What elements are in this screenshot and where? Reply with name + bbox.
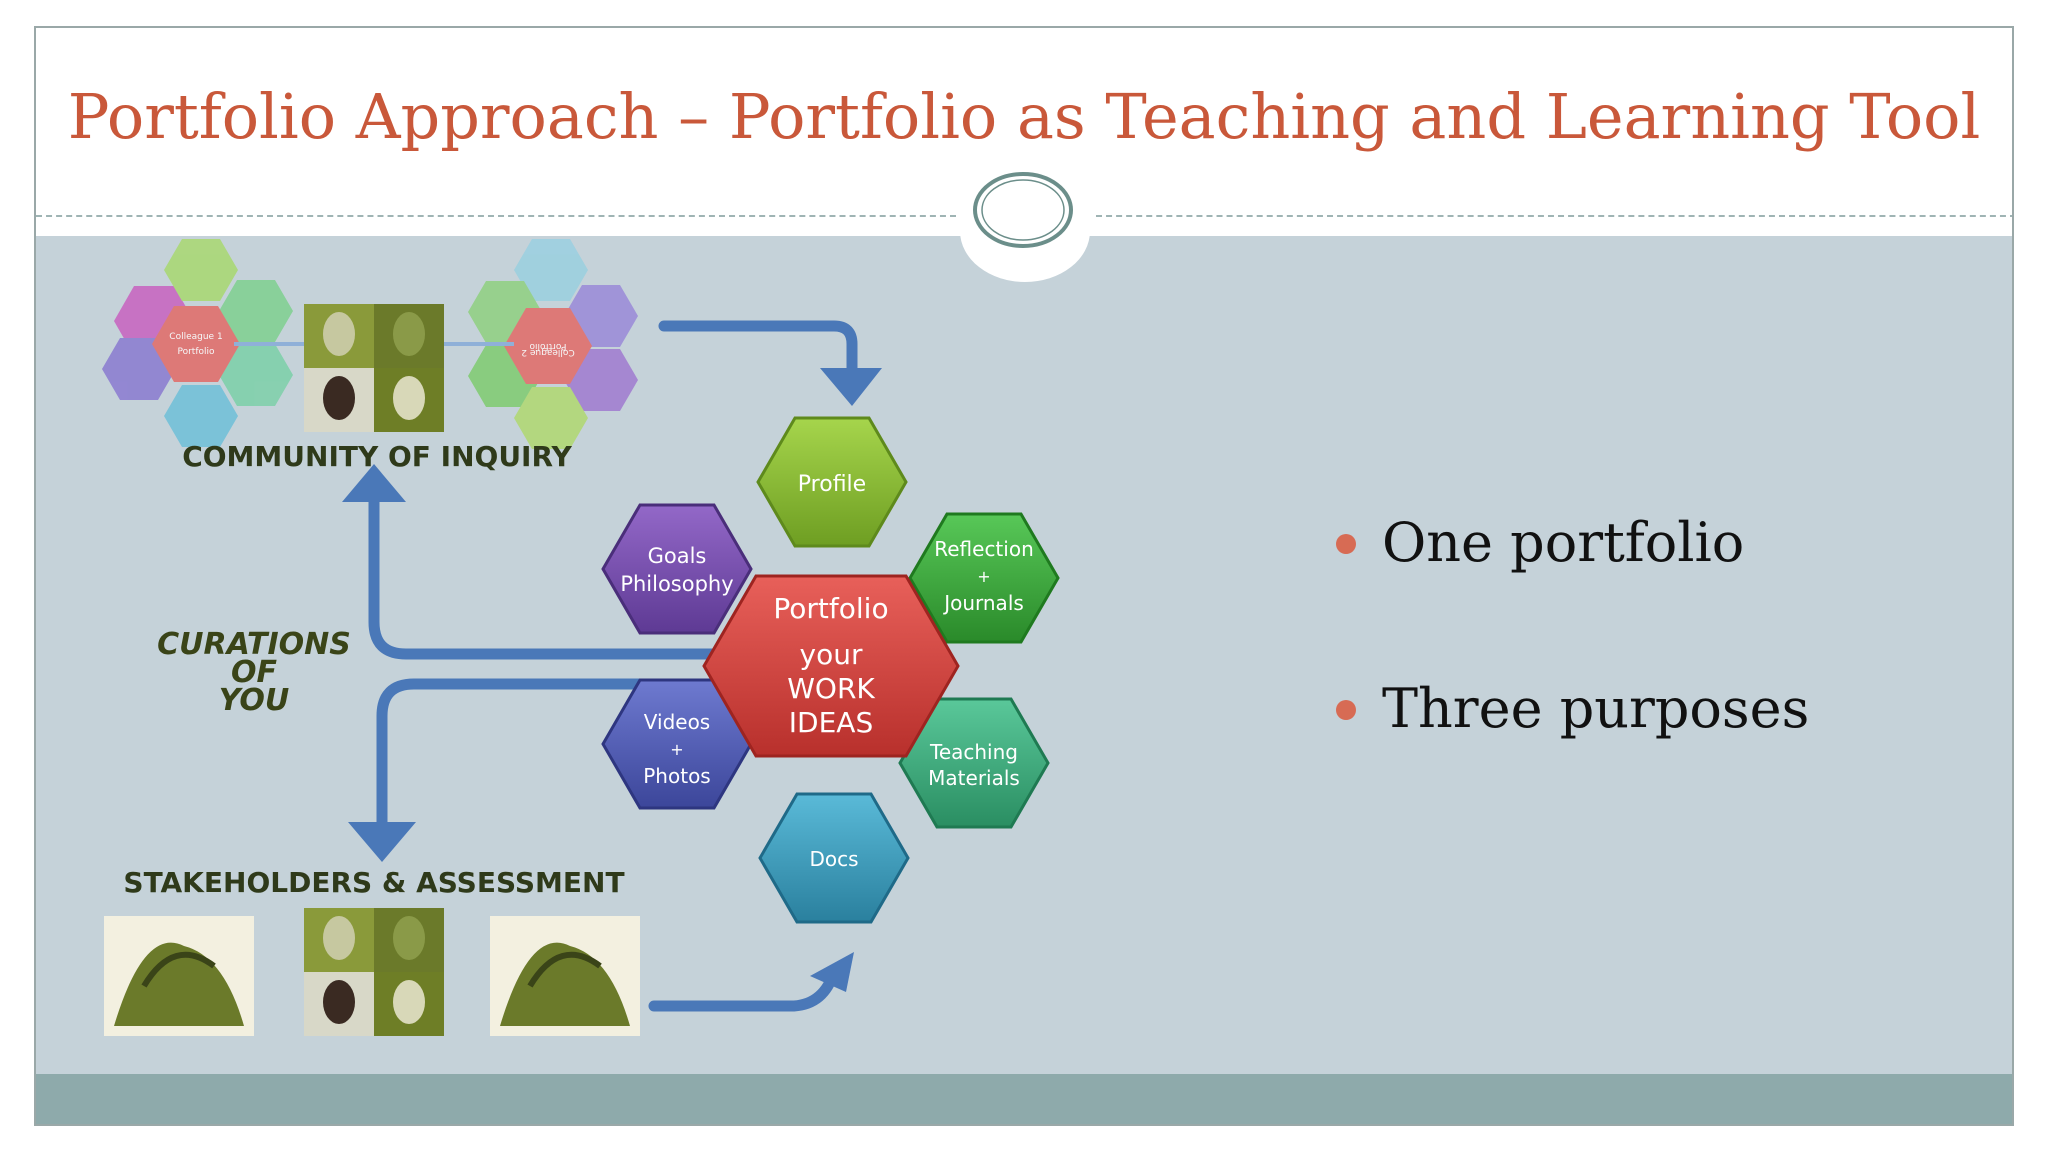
medallion-inner-ring xyxy=(981,179,1065,241)
arrowhead-stakeholders xyxy=(348,822,416,862)
arrow-to-community xyxy=(368,490,736,660)
hex-reflection-line1: Reflection xyxy=(934,537,1034,561)
slide-title: Portfolio Approach – Portfolio as Teachi… xyxy=(67,80,1981,153)
mini-hex xyxy=(514,239,588,301)
center-label-line1: Portfolio xyxy=(773,592,888,625)
colleague-2-cluster: Colleague 2 Portfolio xyxy=(468,239,638,449)
center-label-line3: WORK xyxy=(787,672,875,705)
hex-videos-line3: Photos xyxy=(643,764,710,788)
title-divider-left xyxy=(36,215,956,217)
slide: Portfolio Approach – Portfolio as Teachi… xyxy=(34,26,2014,1126)
person-avatar xyxy=(393,312,425,356)
hex-videos-line2: + xyxy=(670,740,683,759)
hex-profile-label: Profile xyxy=(798,472,866,497)
hex-teaching-materials: Teaching Materials xyxy=(898,697,1050,829)
arrowhead-community xyxy=(342,464,406,502)
arrowhead-docs xyxy=(810,952,854,992)
hex-docs-label: Docs xyxy=(809,847,858,871)
person-avatar xyxy=(393,376,425,420)
arrow-to-profile xyxy=(658,320,858,382)
mini-hex xyxy=(164,239,238,301)
mini-hex xyxy=(219,344,293,406)
hex-profile: Profile xyxy=(756,416,908,548)
bullet-text: Three purposes xyxy=(1382,677,1810,740)
hex-reflection-line2: + xyxy=(977,567,990,586)
person-avatar xyxy=(323,376,355,420)
mini-left-center-line2: Portfolio xyxy=(177,347,215,357)
arrowhead-profile xyxy=(820,368,882,406)
mini-hex-center xyxy=(504,308,592,384)
portfolio-diagram: Colleague 1 Portfolio Colleague 2 Portfo… xyxy=(102,172,1073,1036)
bullet-item: One portfolio xyxy=(1336,498,1809,664)
mini-right-center-line2: Portfolio xyxy=(529,341,567,351)
bullet-dot xyxy=(1336,534,1356,554)
mini-left-center-line1: Colleague 1 xyxy=(169,332,222,342)
hex-reflection-line3: Journals xyxy=(942,591,1024,615)
hex-docs: Docs xyxy=(758,792,910,924)
stakeholder-illustration-left xyxy=(104,916,254,1036)
bullet-text: One portfolio xyxy=(1382,511,1745,574)
community-of-inquiry-label: COMMUNITY OF INQUIRY xyxy=(182,440,572,473)
mini-right-center-line1: Colleague 2 xyxy=(521,347,574,357)
participants-photo-grid-bottom xyxy=(304,908,444,1036)
arrow-to-stakeholders xyxy=(376,678,736,832)
bullet-item: Three purposes xyxy=(1336,664,1809,830)
medallion-ring xyxy=(973,172,1073,248)
hex-videos-line1: Videos xyxy=(644,710,710,734)
hex-reflection-journals: Reflection + Journals xyxy=(908,512,1060,644)
hex-center-portfolio: Portfolio your WORK IDEAS xyxy=(702,574,960,758)
mini-hex xyxy=(564,349,638,411)
curations-label-line1: CURATIONS xyxy=(157,627,351,662)
arrow-to-docs xyxy=(648,966,840,1012)
participants-photo-grid-top xyxy=(304,304,444,432)
mini-hex-center xyxy=(152,306,240,382)
bullet-list: One portfolio Three purposes xyxy=(1336,498,1809,830)
person-avatar xyxy=(323,916,355,960)
person-avatar xyxy=(393,916,425,960)
stakeholders-label: STAKEHOLDERS & ASSESSMENT xyxy=(123,866,624,899)
mini-hex xyxy=(219,280,293,342)
center-label-line2: your xyxy=(800,638,863,671)
hex-goals-line2: Philosophy xyxy=(620,572,733,596)
curations-label-line2: OF xyxy=(231,655,278,690)
person-avatar xyxy=(393,980,425,1024)
mini-hex xyxy=(514,387,588,449)
hex-teaching-line1: Teaching xyxy=(929,740,1018,764)
center-label-line4: IDEAS xyxy=(789,706,873,739)
hex-teaching-line2: Materials xyxy=(928,766,1020,790)
curations-label-line3: YOU xyxy=(219,683,290,718)
footer-band xyxy=(36,1074,2012,1124)
person-avatar xyxy=(323,312,355,356)
colleague-1-cluster: Colleague 1 Portfolio xyxy=(102,239,293,447)
mini-hex xyxy=(164,385,238,447)
stakeholder-illustration-right xyxy=(490,916,640,1036)
title-divider-right xyxy=(1096,215,2012,217)
hex-goals-philosophy: Goals Philosophy xyxy=(601,503,753,635)
person-avatar xyxy=(323,980,355,1024)
hex-goals-line1: Goals xyxy=(648,544,707,568)
bullet-dot xyxy=(1336,700,1356,720)
